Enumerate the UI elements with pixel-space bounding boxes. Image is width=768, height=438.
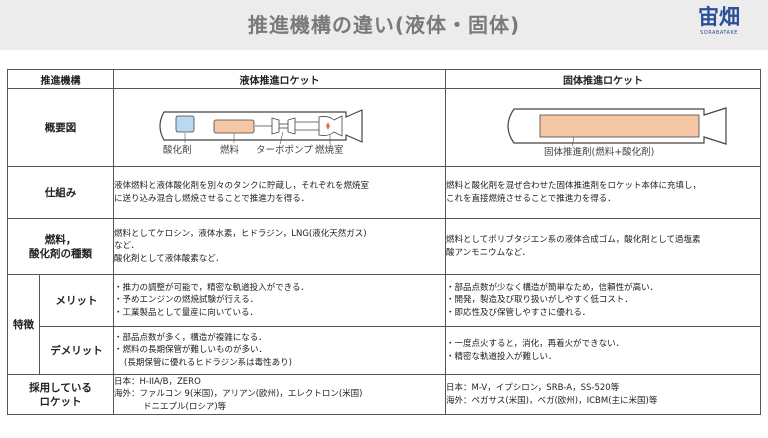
propellant-solid: 燃料としてポリブタジエン系の液体合成ゴム，酸化剤として過塩素 酸アンモニウムなど… bbox=[445, 218, 761, 275]
adopted-solid: 日本：M-V，イプシロン，SRB-A，SS-520等 海外：ペガサス(米国)，ベ… bbox=[445, 374, 761, 415]
label-combustion-chamber: 燃焼室 bbox=[315, 144, 344, 156]
demerit-solid: ・一度点火すると，消化，再着火ができない． ・精密な軌道投入が難しい． bbox=[445, 326, 761, 375]
propellant-solid-line: 酸アンモニウムなど． bbox=[446, 247, 531, 258]
solid-rocket-diagram: 固体推進剤(燃料+酸化剤) bbox=[446, 90, 760, 166]
list-item: (長期保管に優れるヒドラジン系は毒性あり) bbox=[124, 357, 292, 368]
demerit-label: デメリット bbox=[39, 326, 114, 375]
mechanism-solid: 燃料と酸化剤を混ぜ合わせた固体推進剤をロケット本体に充填し， これを直接燃焼させ… bbox=[445, 166, 761, 219]
propellant-liquid: 燃料としてケロシン，液体水素，ヒドラジン，LNG(液化天然ガス) など． 酸化剤… bbox=[113, 218, 446, 275]
adopted-solid-line: 海外：ペガサス(米国)，ベガ(欧州)，ICBM(主に米国)等 bbox=[446, 395, 658, 406]
row-propellant: 燃料， 酸化剤の種類 燃料としてケロシン，液体水素，ヒドラジン，LNG(液化天然… bbox=[7, 218, 761, 275]
row-demerit: デメリット ・部品点数が多く，構造が複雑になる． ・燃料の長期保管が難しいものが… bbox=[8, 326, 761, 375]
header-row: 推進機構 液体推進ロケット 固体推進ロケット bbox=[7, 69, 761, 89]
title-banner bbox=[0, 0, 768, 50]
page-title: 推進機構の違い(液体・固体) bbox=[247, 13, 521, 37]
header-propulsion: 推進機構 bbox=[7, 69, 114, 89]
adopted-label: 採用している ロケット bbox=[7, 374, 114, 415]
propellant-label: 燃料， 酸化剤の種類 bbox=[7, 218, 114, 275]
demerit-liquid: ・部品点数が多く，構造が複雑になる． ・燃料の長期保管が難しいものが多い． (長… bbox=[113, 326, 446, 375]
merit-label: メリット bbox=[39, 274, 114, 327]
merit-liquid: ・推力の調整が可能で，精密な軌道投入ができる． ・予めエンジンの燃焼試験が行える… bbox=[113, 274, 446, 327]
label-turbopump: ターボポンプ bbox=[256, 144, 313, 156]
mechanism-label: 仕組み bbox=[7, 166, 114, 219]
label-fuel: 燃料 bbox=[220, 144, 240, 156]
row-overview: 概要図 bbox=[7, 88, 761, 167]
solid-diagram-cell: 固体推進剤(燃料+酸化剤) bbox=[445, 88, 761, 167]
adopted-label-line: ロケット bbox=[39, 395, 82, 408]
adopted-liquid-line: ドニエプル(ロシア)等 bbox=[143, 401, 227, 412]
header-solid: 固体推進ロケット bbox=[445, 69, 761, 89]
mechanism-liquid-line: 液体燃料と液体酸化剤を別々のタンクに貯蔵し，それぞれを燃焼室 bbox=[114, 181, 370, 191]
list-item: ・推力の調整が可能で，精密な軌道投入ができる． bbox=[114, 282, 309, 293]
propellant-solid-line: 燃料としてポリブタジエン系の液体合成ゴム，酸化剤として過塩素 bbox=[446, 235, 701, 245]
adopted-liquid-line: 日本：H-IIA/B，ZERO bbox=[114, 376, 201, 387]
adopted-liquid: 日本：H-IIA/B，ZERO 海外：ファルコン 9(米国)，アリアン(欧州)，… bbox=[113, 374, 446, 415]
list-item: ・部品点数が少なく構造が簡単なため，信頼性が高い． bbox=[446, 282, 659, 293]
list-item: ・予めエンジンの燃焼試験が行える． bbox=[114, 295, 259, 306]
adopted-liquid-line: 海外：ファルコン 9(米国)，アリアン(欧州)，エレクトロン(米国) bbox=[114, 389, 363, 400]
list-item: ・燃料の長期保管が難しいものが多い． bbox=[114, 345, 268, 356]
logo-mark: 宙畑 bbox=[698, 5, 740, 29]
propellant-label-line: 燃料， bbox=[44, 233, 77, 246]
propellant-liquid-line: 燃料としてケロシン，液体水素，ヒドラジン，LNG(液化天然ガス) bbox=[114, 228, 367, 239]
row-mechanism: 仕組み 液体燃料と液体酸化剤を別々のタンクに貯蔵し，それぞれを燃焼室 に送り込み… bbox=[7, 166, 761, 219]
list-item: ・工業製品として量産に向いている． bbox=[114, 307, 258, 318]
liquid-diagram-cell: 酸化剤 燃料 ターボポンプ 燃焼室 bbox=[113, 88, 446, 167]
list-item: ・精密な軌道投入が難しい． bbox=[446, 351, 557, 362]
adopted-solid-line: 日本：M-V，イプシロン，SRB-A，SS-520等 bbox=[446, 383, 620, 393]
list-item: ・一度点火すると，消化，再着火ができない． bbox=[446, 339, 625, 349]
propellant-liquid-line: など． bbox=[114, 241, 140, 252]
overview-label: 概要図 bbox=[7, 88, 114, 167]
list-item: ・即応性及び保管しやすさに優れる． bbox=[446, 307, 591, 318]
liquid-rocket-diagram: 酸化剤 燃料 ターボポンプ 燃焼室 bbox=[114, 90, 445, 166]
adopted-label-line: 採用している bbox=[29, 381, 92, 394]
row-merit: 特徴 メリット ・推力の調整が可能で，精密な軌道投入ができる． ・予めエンジンの… bbox=[7, 274, 761, 375]
logo-subtext: SORABATAKE bbox=[700, 30, 738, 36]
propellant-label-line: 酸化剤の種類 bbox=[29, 247, 92, 260]
label-solid-propellant: 固体推進剤(燃料+酸化剤) bbox=[544, 146, 655, 158]
mechanism-liquid-line: に送り込み混合し燃焼させることで推進力を得る． bbox=[114, 193, 310, 204]
mechanism-solid-line: 燃料と酸化剤を混ぜ合わせた固体推進剤をロケット本体に充填し， bbox=[446, 181, 702, 191]
label-oxidizer: 酸化剤 bbox=[163, 144, 192, 156]
comparison-table: 推進機構 液体推進ロケット 固体推進ロケット 概要図 bbox=[7, 69, 761, 415]
merit-solid: ・部品点数が少なく構造が簡単なため，信頼性が高い． ・開発，製造及び取り扱いがし… bbox=[445, 274, 761, 327]
features-label: 特徴 bbox=[7, 274, 40, 375]
row-adopted: 採用している ロケット 日本：H-IIA/B，ZERO 海外：ファルコン 9(米… bbox=[7, 374, 761, 415]
mechanism-liquid: 液体燃料と液体酸化剤を別々のタンクに貯蔵し，それぞれを燃焼室 に送り込み混合し燃… bbox=[113, 166, 446, 219]
propellant-liquid-line: 酸化剤として液体酸素など． bbox=[114, 253, 224, 264]
mechanism-solid-line: これを直接燃焼させることで推進力を得る． bbox=[446, 193, 616, 204]
header-liquid: 液体推進ロケット bbox=[113, 69, 446, 89]
list-item: ・開発，製造及び取り扱いがしやすく低コスト． bbox=[446, 295, 633, 306]
sorabatake-logo: 宙畑 SORABATAKE bbox=[696, 4, 742, 46]
list-item: ・部品点数が多く，構造が複雑になる． bbox=[114, 332, 267, 343]
